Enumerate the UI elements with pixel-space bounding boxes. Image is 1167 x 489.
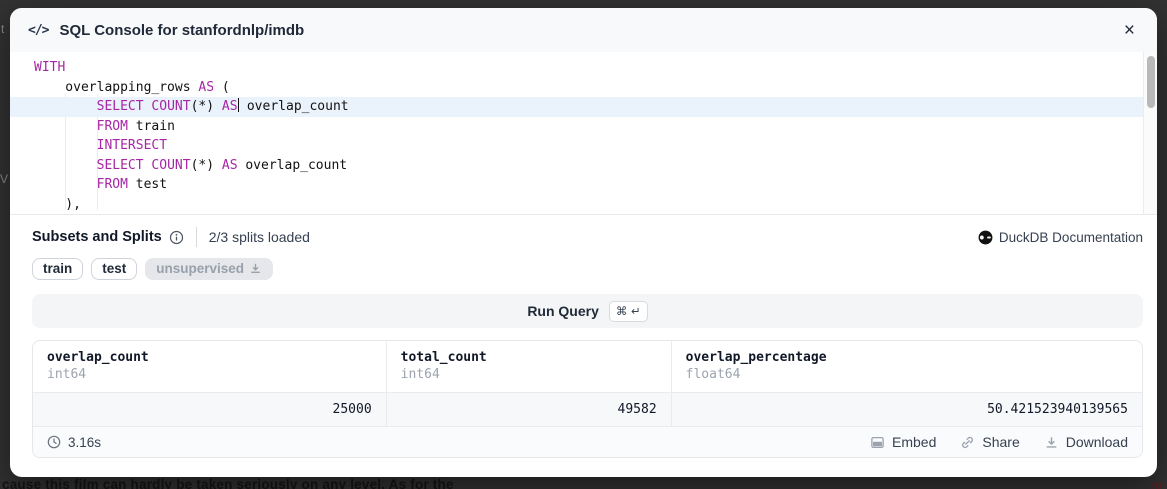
code-line[interactable]: overlapping_rows AS ( [10,78,1157,98]
background-fragment: t [1,22,4,36]
embed-icon [870,435,885,450]
share-link-icon [960,435,975,450]
download-icon [1044,435,1059,450]
editor-scrollbar-track[interactable] [1143,52,1157,214]
duckdb-logo-icon [978,230,993,245]
modal-header: </> SQL Console for stanfordnlp/imdb × [10,8,1157,52]
splits-loaded-status: 2/3 splits loaded [209,229,310,245]
code-line[interactable]: WITH [10,58,1157,78]
column-name: overlap_count [47,350,372,365]
info-icon[interactable] [169,230,184,245]
split-pill-train[interactable]: train [32,258,83,280]
close-icon[interactable]: × [1120,19,1139,42]
download-icon [249,262,262,275]
table-cell: 25000 [33,393,386,426]
code-brackets-icon: </> [28,23,48,38]
code-line[interactable]: ), [10,195,1157,215]
subsets-title: Subsets and Splits [32,229,162,245]
code-line[interactable]: FROM test [10,175,1157,195]
sql-editor[interactable]: WITH overlapping_rows AS ( SELECT COUNT(… [10,52,1157,215]
table-cell: 49582 [386,393,671,426]
embed-button[interactable]: Embed [870,434,936,450]
split-pill-test[interactable]: test [91,258,137,280]
column-type: int64 [401,367,657,382]
share-button[interactable]: Share [960,434,1019,450]
clock-icon [47,435,61,449]
results-header-row: overlap_countint64total_countint64overla… [33,341,1142,392]
query-duration-value: 3.16s [68,435,101,450]
duckdb-doc-link[interactable]: DuckDB Documentation [978,230,1143,245]
duckdb-doc-label: DuckDB Documentation [999,230,1143,245]
split-label: train [43,261,72,276]
background-fragment: ro [1150,478,1162,489]
split-pill-unsupervised[interactable]: unsupervised [145,258,273,280]
code-line[interactable]: SELECT COUNT(*) AS overlap_count [10,97,1157,117]
sql-console-modal: </> SQL Console for stanfordnlp/imdb × W… [10,8,1157,477]
column-header: total_count int64 [386,341,671,392]
editor-scrollbar-thumb[interactable] [1147,56,1155,108]
query-results-panel: overlap_countint64total_countint64overla… [32,340,1143,458]
sql-editor-lines: WITH overlapping_rows AS ( SELECT COUNT(… [10,58,1157,214]
code-line[interactable]: INTERSECT [10,136,1157,156]
subsets-row: Subsets and Splits 2/3 splits loaded Duc… [32,224,1143,250]
keyboard-shortcut-badge: ⌘ ↵ [609,301,648,322]
query-duration: 3.16s [47,435,101,450]
modal-title: SQL Console for stanfordnlp/imdb [59,22,304,39]
run-query-label: Run Query [527,303,599,319]
download-button[interactable]: Download [1044,434,1128,450]
footer-actions: Embed Share [870,434,1128,450]
code-line[interactable]: FROM train [10,117,1157,137]
download-label: Download [1066,434,1128,450]
divider [196,227,197,247]
split-label: test [102,261,126,276]
column-name: total_count [401,350,657,365]
column-name: overlap_percentage [686,350,1128,365]
table-cell: 50.421523940139565 [671,393,1142,426]
dimmed-background-text: cause this film can hardly be taken seri… [2,477,454,489]
results-body: 250004958250.421523940139565 [33,392,1142,426]
background-fragment: V [0,172,8,186]
column-type: int64 [47,367,372,382]
column-type: float64 [686,367,1128,382]
splits-row: train test unsupervised [32,258,1135,280]
run-query-button[interactable]: Run Query ⌘ ↵ [32,294,1143,328]
column-header: overlap_count int64 [33,341,386,392]
column-header: overlap_percentage float64 [671,341,1142,392]
split-label: unsupervised [156,261,244,276]
code-line[interactable]: SELECT COUNT(*) AS overlap_count [10,156,1157,176]
table-row: 250004958250.421523940139565 [33,392,1142,426]
results-footer: 3.16s Embed [33,426,1142,457]
embed-label: Embed [892,434,936,450]
share-label: Share [982,434,1019,450]
